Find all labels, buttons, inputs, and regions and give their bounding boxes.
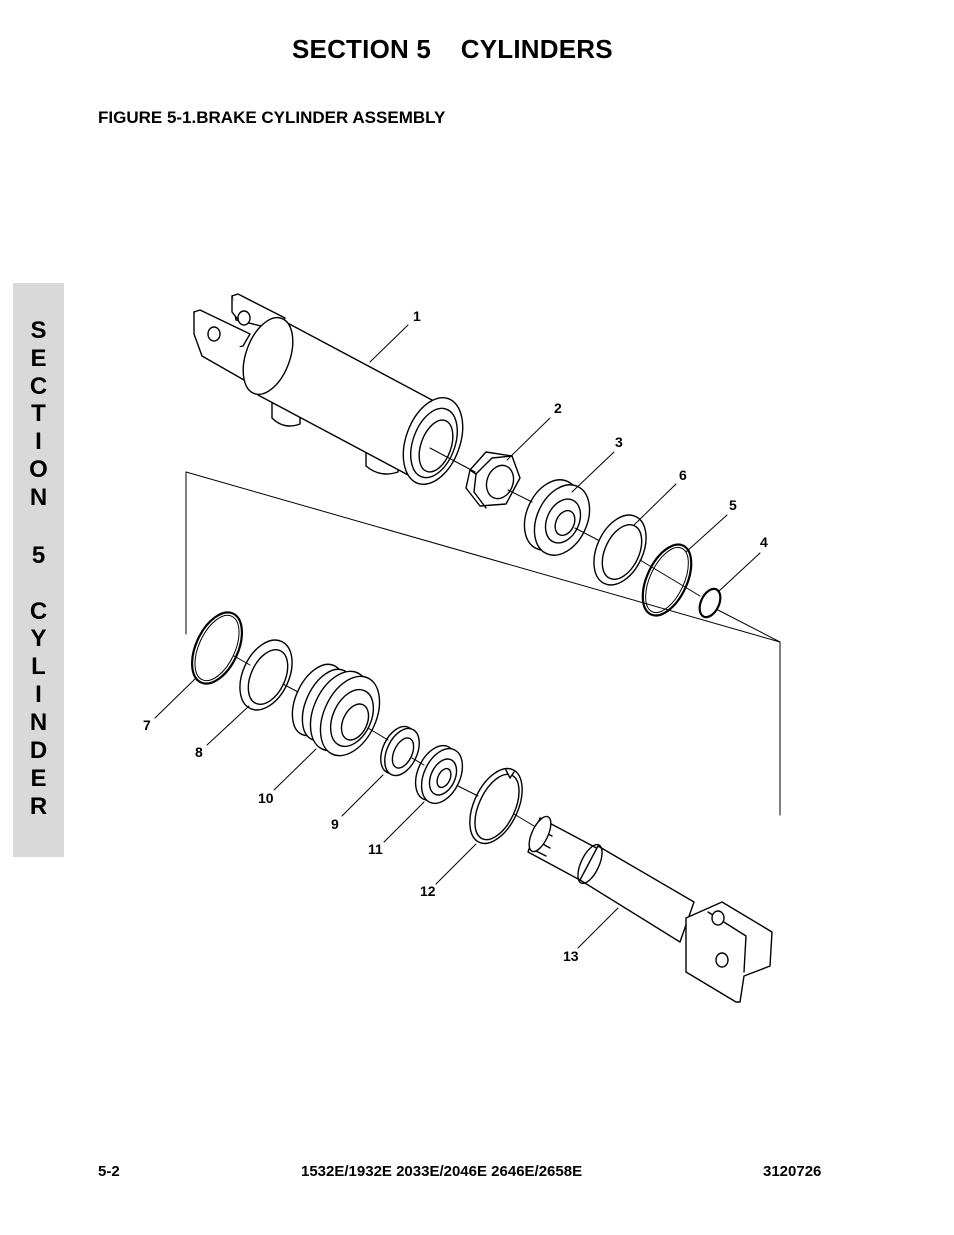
side-tab-letter: C — [29, 598, 48, 625]
document-number: 3120726 — [763, 1163, 822, 1180]
callout-8: 8 — [195, 744, 203, 760]
side-tab-letter: C — [29, 373, 48, 400]
callout-labels: 1 2 3 6 5 4 7 8 10 9 11 12 13 — [143, 308, 768, 964]
callout-12: 12 — [420, 883, 436, 899]
section-side-tab: S E C T I O N 5 C Y L I N D E R — [13, 283, 64, 857]
side-tab-letter: R — [29, 793, 48, 820]
callout-10: 10 — [258, 790, 274, 806]
piston-part — [523, 479, 591, 556]
callout-3: 3 — [615, 434, 623, 450]
callout-7: 7 — [143, 717, 151, 733]
side-tab-letter: 5 — [31, 542, 46, 569]
callout-11: 11 — [368, 841, 383, 857]
section-title: SECTION 5 CYLINDERS — [292, 34, 613, 64]
model-numbers: 1532E/1932E 2033E/2046E 2646E/2658E — [301, 1163, 583, 1180]
hex-nut-part — [465, 451, 521, 509]
side-tab-letter: D — [29, 737, 48, 764]
cylinder-barrel-part — [193, 293, 464, 485]
page-number: 5-2 — [98, 1163, 120, 1180]
callout-leaders — [154, 324, 761, 949]
callout-13: 13 — [563, 948, 579, 964]
side-tab-letter: N — [29, 709, 48, 736]
side-tab-letter: I — [35, 681, 42, 708]
side-tab-letter: Y — [30, 625, 47, 652]
callout-2: 2 — [554, 400, 562, 416]
side-tab-letter: E — [30, 345, 47, 372]
side-tab-letter: I — [35, 428, 42, 455]
callout-6: 6 — [679, 467, 687, 483]
seal-9-part — [380, 725, 420, 777]
callout-5: 5 — [729, 497, 737, 513]
side-tab-letter: O — [29, 456, 48, 483]
side-tab-letter: T — [31, 400, 46, 427]
callout-4: 4 — [760, 534, 768, 550]
side-tab-letter: S — [30, 317, 47, 344]
piston-head-part — [291, 663, 381, 757]
center-axis-lines — [233, 447, 781, 827]
side-tab-letter: E — [30, 765, 47, 792]
callout-9: 9 — [331, 816, 339, 832]
o-ring-5-part — [641, 543, 693, 617]
cylinder-rod-part — [527, 815, 773, 1003]
backup-ring-part — [593, 514, 647, 586]
wiper-part — [414, 744, 464, 805]
o-ring-4-part — [698, 587, 722, 619]
backup-ring-8-part — [239, 639, 293, 711]
side-tab-letter: N — [29, 484, 48, 511]
retaining-ring-part — [469, 767, 523, 845]
callout-1: 1 — [413, 308, 421, 324]
side-tab-letter: L — [31, 653, 46, 680]
figure-title: FIGURE 5-1.BRAKE CYLINDER ASSEMBLY — [98, 108, 446, 127]
